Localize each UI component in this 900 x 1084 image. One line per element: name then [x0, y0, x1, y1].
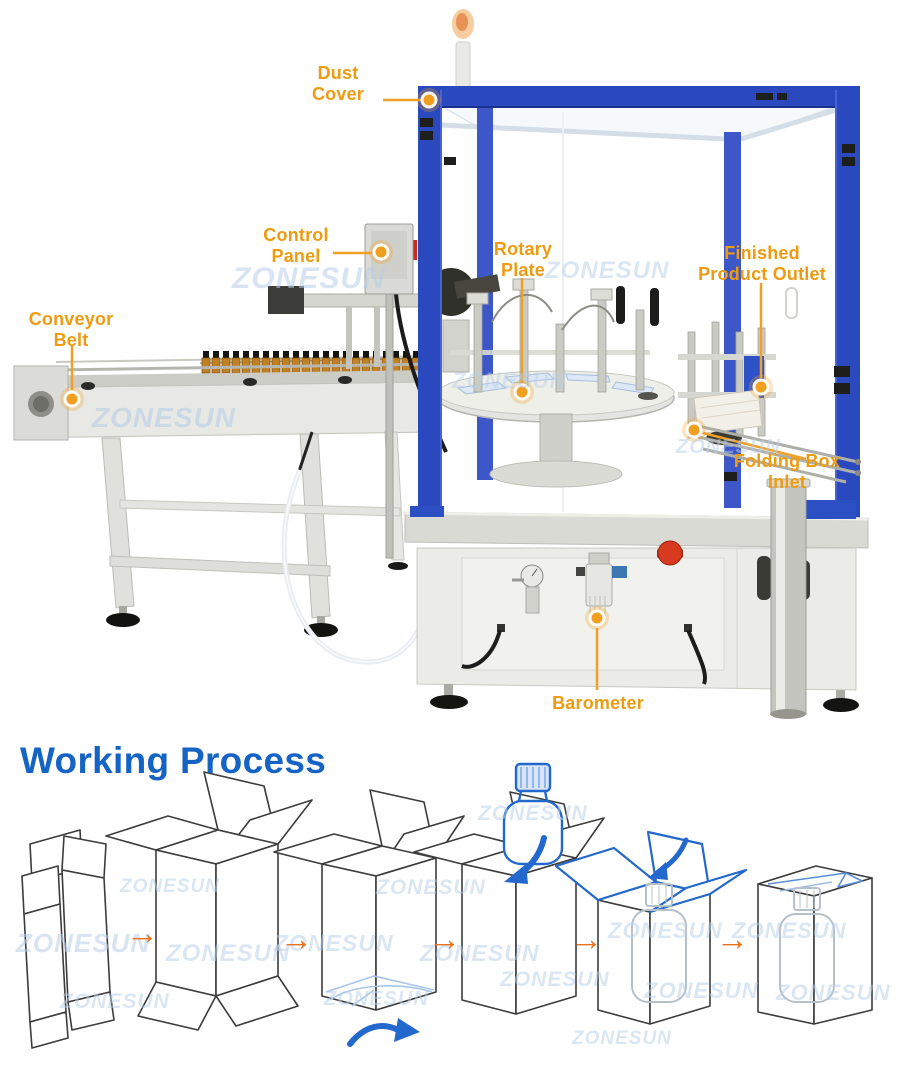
step-arrow-icon: →: [716, 920, 749, 957]
label-finished-product-outlet: Finished Product Outlet: [698, 243, 826, 285]
working-process-title: Working Process: [20, 740, 327, 781]
step-arrow-icon: →: [570, 920, 603, 957]
annotation-dots: [60, 88, 773, 630]
process-step-carton-opened: [105, 771, 313, 1031]
insert-arrow-icon: [504, 835, 547, 884]
door-handle: [650, 288, 659, 326]
process-step-carton-bottom-folding: [273, 789, 465, 1047]
close-arrow-icon: [648, 837, 689, 880]
label-dust-cover: Dust Cover: [311, 63, 365, 105]
working-process-illustration: [21, 762, 873, 1049]
annotation-markers: [60, 88, 807, 690]
fold-arrow-icon: [347, 1018, 420, 1047]
machine-base: [404, 511, 869, 712]
label-barometer: Barometer: [552, 693, 644, 713]
process-step-finished-packed-box: [757, 865, 873, 1025]
label-folding-box-inlet: Folding Box Inlet: [733, 451, 841, 493]
barometer-unit: [585, 563, 613, 607]
process-step-bottle-inserting: [413, 762, 605, 1015]
process-step-carton-blank: [21, 829, 115, 1049]
warning-lamp: [452, 9, 474, 89]
control-panel-assembly: [268, 223, 448, 559]
door-handle: [616, 286, 625, 324]
step-arrow-icon: →: [428, 920, 461, 957]
hinges-and-handles: [420, 93, 855, 481]
emergency-stop-button: [657, 540, 683, 566]
machine-illustration: [13, 9, 869, 719]
rotary-plate-assembly: [427, 268, 675, 488]
conveyor-assembly: [13, 350, 435, 665]
label-conveyor-belt: Conveyor Belt: [28, 309, 114, 351]
ghost-bottle-icon: [779, 887, 835, 1003]
label-rotary-plate: Rotary Plate: [493, 239, 553, 281]
process-step-top-flaps-closing: [554, 830, 748, 1025]
support-column: [410, 424, 861, 719]
label-control-panel: Control Panel: [263, 225, 329, 267]
bottle-icon: [502, 762, 564, 866]
step-arrow-icon: →: [126, 914, 159, 951]
ghost-bottle-icon: [631, 883, 687, 1003]
step-arrow-icon: →: [280, 920, 313, 957]
